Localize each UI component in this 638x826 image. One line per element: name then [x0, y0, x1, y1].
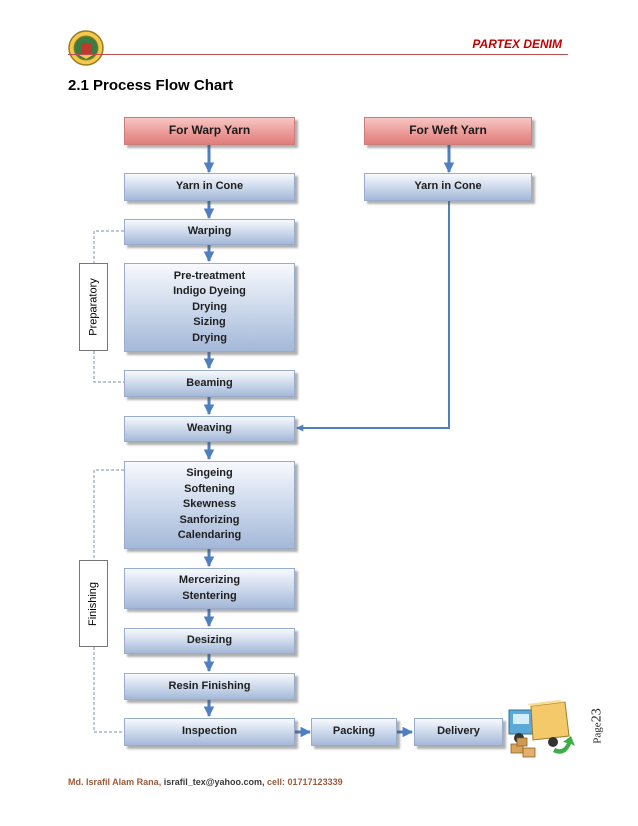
step-label: Calendaring [177, 529, 242, 542]
singeing-box: Singeing Softening Skewness Sanforizing … [124, 461, 295, 549]
page-prefix: Page [591, 722, 604, 744]
page-number: Page23 [588, 706, 614, 746]
delivery-box: Delivery [414, 718, 503, 746]
footer-cell: cell: 01717123339 [264, 777, 343, 787]
arrow-weft-to-weaving [296, 201, 450, 432]
warp-yarn-label: For Warp Yarn [168, 123, 251, 138]
weft-cone-label: Yarn in Cone [414, 180, 482, 193]
warp-cone-label: Yarn in Cone [175, 180, 244, 193]
step-label: Drying [192, 300, 227, 313]
weft-cone-box: Yarn in Cone [364, 173, 532, 201]
footer: Md. Israfil Alam Rana, israfil_tex@yahoo… [68, 777, 343, 787]
header-divider [68, 54, 568, 55]
step-label: Singeing [186, 467, 233, 480]
step-label: Sizing [193, 316, 226, 329]
weft-yarn-label: For Weft Yarn [409, 123, 487, 138]
resin-finishing-label: Resin Finishing [168, 679, 251, 692]
finishing-label: Finishing [87, 581, 100, 626]
finishing-bracket-bottom [93, 647, 124, 733]
step-label: Stentering [182, 589, 237, 602]
step-label: Skewness [182, 498, 237, 511]
warping-label: Warping [187, 225, 232, 238]
header-brand: PARTEX DENIM [472, 37, 562, 51]
step-label: Softening [184, 482, 235, 495]
section-title: 2.1 Process Flow Chart [68, 77, 234, 94]
brand-suffix: DENIM [520, 37, 562, 51]
desizing-box: Desizing [124, 628, 295, 654]
footer-author: Md. Israfil Alam Rana, [68, 777, 162, 787]
weaving-box: Weaving [124, 416, 295, 442]
preparatory-bracket-top [93, 230, 124, 263]
mercerizing-box: Mercerizing Stentering [124, 568, 295, 609]
delivery-truck-icon [508, 700, 575, 758]
warping-box: Warping [124, 219, 295, 245]
packing-label: Packing [332, 725, 376, 738]
warp-yarn-box: For Warp Yarn [124, 117, 295, 145]
step-label: Sanforizing [179, 513, 240, 526]
finishing-bracket-top [93, 469, 124, 560]
resin-finishing-box: Resin Finishing [124, 673, 295, 700]
preparatory-label: Preparatory [87, 278, 100, 336]
step-label: Drying [192, 331, 227, 344]
pretreatment-box: Pre-treatment Indigo Dyeing Drying Sizin… [124, 263, 295, 352]
preparatory-label-box: Preparatory [79, 263, 108, 351]
weaving-label: Weaving [186, 422, 233, 435]
footer-email: israfil_tex@yahoo.com, [161, 777, 265, 787]
step-label: Pre-treatment [173, 269, 246, 282]
step-label: Mercerizing [178, 574, 241, 586]
step-label: Indigo Dyeing [173, 285, 246, 298]
weft-yarn-box: For Weft Yarn [364, 117, 532, 145]
page-number-value: 23 [589, 708, 605, 723]
warp-cone-box: Yarn in Cone [124, 173, 295, 201]
inspection-box: Inspection [124, 718, 295, 746]
brand-name: PARTEX [472, 37, 520, 51]
preparatory-bracket-bottom [93, 351, 124, 383]
packing-box: Packing [311, 718, 397, 746]
finishing-label-box: Finishing [79, 560, 108, 647]
desizing-label: Desizing [186, 634, 233, 647]
beaming-box: Beaming [124, 370, 295, 397]
beaming-label: Beaming [186, 376, 233, 389]
delivery-label: Delivery [437, 725, 480, 738]
inspection-label: Inspection [181, 725, 237, 738]
